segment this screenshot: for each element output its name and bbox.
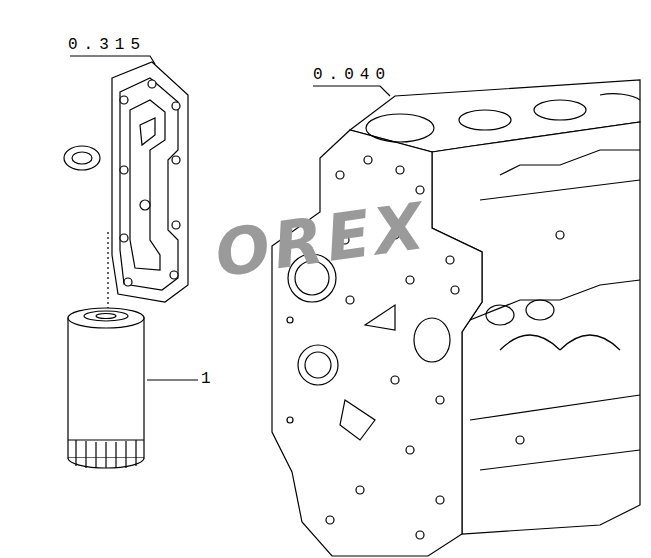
engine-block <box>272 80 640 556</box>
part-number: 0.315 <box>68 36 146 54</box>
oil-cooler-cover <box>64 62 188 312</box>
oil-filter <box>68 308 144 468</box>
part-number: 0.040 <box>313 66 391 84</box>
callout-number: 1 <box>201 370 211 388</box>
